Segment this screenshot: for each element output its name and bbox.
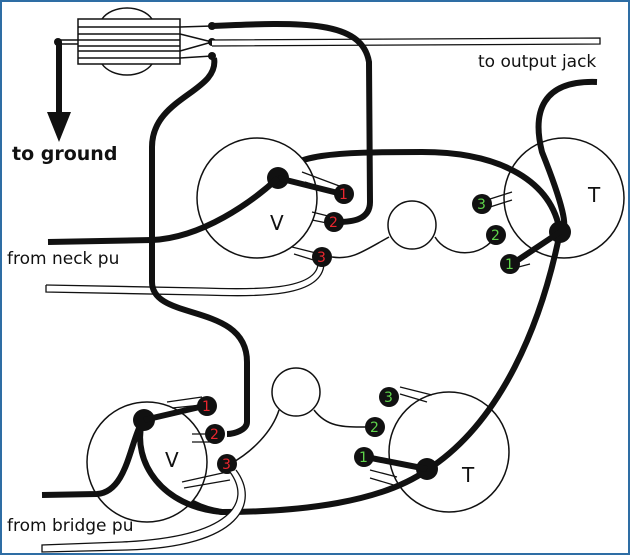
lug-1-label: 1 <box>339 187 348 203</box>
lug-2-label: 2 <box>370 420 379 436</box>
bridge-volume-letter: V <box>165 448 179 472</box>
bridge-pu-shielded-wire <box>41 469 246 553</box>
wire-switch-to-bridge-volume <box>149 57 250 437</box>
lug-2-label: 2 <box>210 427 219 443</box>
neck-tone-letter: T <box>587 183 601 207</box>
to-output-jack-label: to output jack <box>478 52 596 72</box>
bridge-tone-pot: T 3 2 1 <box>354 386 510 513</box>
lug-2-label: 2 <box>491 228 500 244</box>
ground-arrow-icon <box>47 112 71 142</box>
lug-1-label: 1 <box>202 399 211 415</box>
lug-3-label: 3 <box>477 197 486 213</box>
neck-pu-hot-wire <box>47 175 281 245</box>
neck-pu-shielded-wire <box>45 263 325 297</box>
lug-2-label: 2 <box>329 215 338 231</box>
neck-tone-capacitor <box>387 200 437 250</box>
from-bridge-pu-label: from bridge pu <box>7 516 133 536</box>
bridge-tone-capacitor <box>271 367 321 417</box>
to-ground-label: to ground <box>12 143 117 165</box>
lug-1-label: 1 <box>505 257 514 273</box>
lug-3-label: 3 <box>384 390 393 406</box>
lug-1-label: 1 <box>359 450 368 466</box>
ground-wire <box>47 38 78 142</box>
neck-tone-pot: T 3 2 1 <box>472 137 625 274</box>
from-neck-pu-label: from neck pu <box>7 249 119 269</box>
output-jack-wire <box>211 37 601 47</box>
pickup-selector-switch <box>77 7 216 76</box>
lug <box>334 184 354 204</box>
lug-3-label: 3 <box>222 457 231 473</box>
neck-volume-letter: V <box>270 211 284 235</box>
wire-switch-to-neck-volume <box>211 21 374 225</box>
bridge-volume-pot: V 1 2 3 <box>41 396 237 523</box>
bridge-tone-letter: T <box>461 463 475 487</box>
lug-3-label: 3 <box>317 250 326 266</box>
